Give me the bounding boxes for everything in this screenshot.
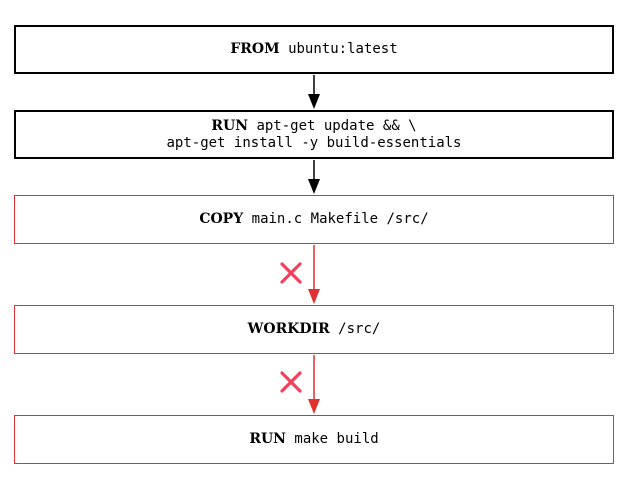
arrow-icon: [308, 399, 320, 414]
step-line: COPY main.c Makefile /src/: [199, 211, 428, 228]
step-keyword: COPY: [199, 211, 244, 227]
step-run-make: RUN make build: [14, 415, 614, 464]
step-args: main.c Makefile /src/: [251, 211, 429, 227]
step-args: apt-get update && \: [256, 117, 417, 134]
connector-arrow: [308, 160, 320, 194]
step-keyword: WORKDIR: [247, 321, 330, 337]
step-args: ubuntu:latest: [288, 41, 398, 57]
step-run-apt: RUN apt-get update && \ apt-get install …: [14, 110, 614, 159]
cross-icon: [280, 262, 302, 284]
step-copy: COPY main.c Makefile /src/: [14, 195, 614, 244]
step-args: make build: [294, 431, 379, 447]
step-line: WORKDIR /src/: [248, 321, 381, 338]
connector-arrow: [308, 75, 320, 109]
arrow-icon: [308, 289, 320, 304]
step-from: FROM ubuntu:latest: [14, 25, 614, 74]
step-keyword: FROM: [230, 41, 280, 57]
step-line: RUN make build: [249, 431, 378, 448]
arrow-icon: [308, 179, 320, 194]
cross-icon: [280, 371, 302, 393]
step-line: apt-get install -y build-essentials: [166, 135, 461, 152]
step-workdir: WORKDIR /src/: [14, 305, 614, 354]
step-keyword: RUN: [249, 431, 286, 447]
step-keyword: RUN: [211, 117, 249, 134]
connector-broken: [280, 245, 320, 304]
step-line: FROM ubuntu:latest: [230, 41, 397, 58]
step-args: /src/: [338, 321, 381, 337]
step-line: RUN apt-get update && \: [211, 118, 416, 135]
arrow-icon: [308, 94, 320, 109]
connector-broken: [280, 355, 320, 414]
step-args: apt-get install -y build-essentials: [166, 134, 462, 151]
